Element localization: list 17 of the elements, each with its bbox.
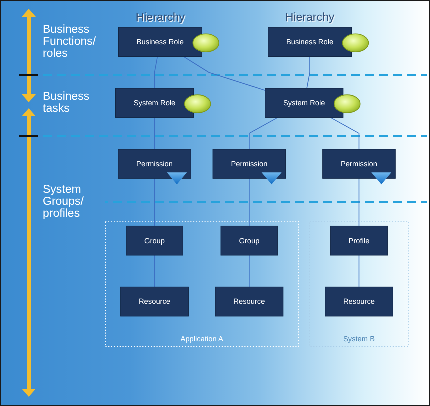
connector-line	[154, 178, 156, 227]
connector-line	[330, 117, 360, 150]
connector-line	[154, 56, 158, 89]
connector-line	[358, 178, 360, 227]
connector-line	[358, 255, 360, 288]
node-caption: Hierarchy	[136, 12, 186, 25]
band-label: Business Functions/ roles	[43, 24, 98, 60]
connector-line	[249, 255, 250, 288]
connector-line	[183, 56, 266, 91]
connector-line	[249, 178, 250, 227]
band-label: System Groups/ profiles	[43, 184, 85, 220]
node-caption: Hierarchy	[285, 12, 335, 25]
connector-line	[306, 56, 310, 89]
connector-line	[154, 117, 156, 150]
band-label: Business tasks	[43, 91, 91, 116]
connector-line	[249, 117, 278, 150]
connector-line	[154, 255, 156, 288]
